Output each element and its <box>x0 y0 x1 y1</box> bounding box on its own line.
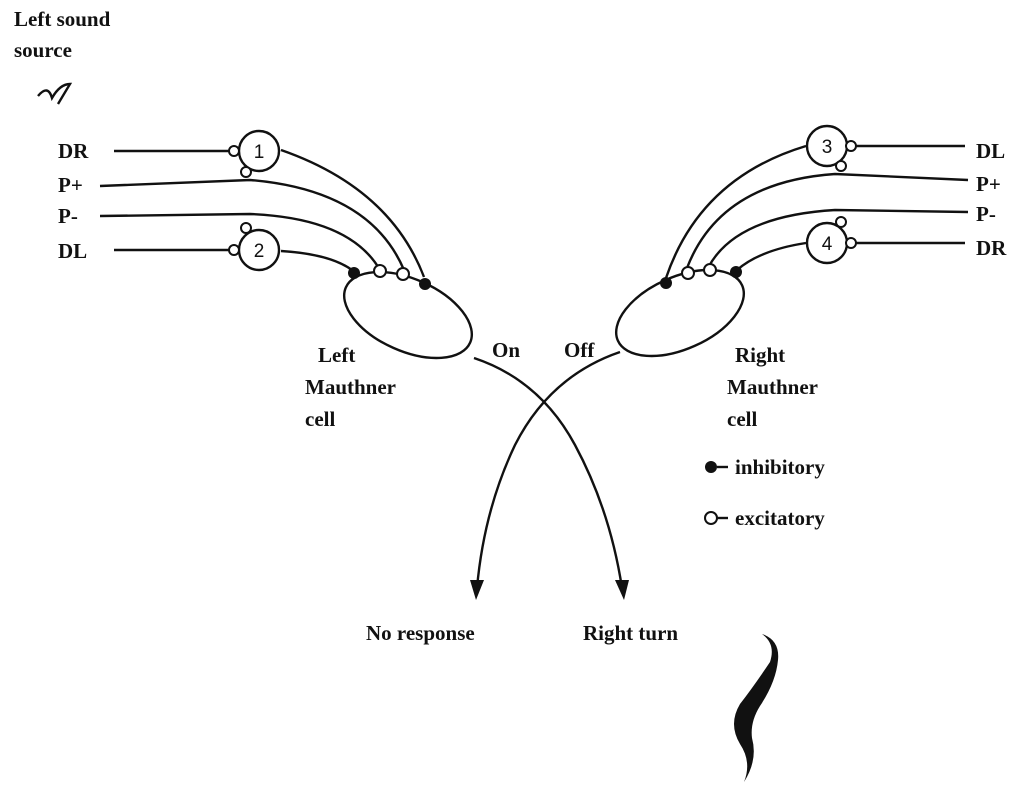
interneuron-3-axon <box>666 146 806 278</box>
right-cell-label-line3: cell <box>727 407 757 431</box>
interneuron-4-label: 4 <box>822 234 833 255</box>
right-input-dl: DL <box>976 139 1005 163</box>
sound-source-line1: Left sound <box>14 7 111 31</box>
left-input-dr: DR <box>58 139 89 163</box>
inhibitory-synapse-icon <box>705 461 717 473</box>
left-input-p-plus: P+ <box>58 173 83 197</box>
fish-silhouette-icon <box>734 634 778 782</box>
left-input-p-minus: P- <box>58 204 78 228</box>
interneuron-1-axon <box>281 150 424 277</box>
interneuron-2-label: 2 <box>254 241 265 262</box>
excitatory-synapse-icon <box>705 512 717 524</box>
left-cell-label-line3: cell <box>305 407 335 431</box>
right-turn-arrowhead <box>615 580 629 600</box>
sound-source-line2: source <box>14 38 72 62</box>
interneuron-1-label: 1 <box>254 142 265 163</box>
outcome-right-turn: Right turn <box>583 621 678 645</box>
left-cell-label-line1: Left <box>318 343 355 367</box>
left-cell-label-line2: Mauthner <box>305 375 396 399</box>
right-input-dr: DR <box>976 236 1007 260</box>
interneuron-2-axon <box>281 251 352 270</box>
interneuron-3-label: 3 <box>822 137 833 158</box>
left-input-dl: DL <box>58 239 87 263</box>
no-response-arrowhead <box>470 580 484 600</box>
right-input-p-plus: P+ <box>976 172 1001 196</box>
right-cell-axon <box>477 352 620 588</box>
sound-wave-icon <box>38 84 70 104</box>
right-cell-label-line2: Mauthner <box>727 375 818 399</box>
right-input-p-minus: P- <box>976 202 996 226</box>
legend: inhibitory excitatory <box>705 455 825 530</box>
interneuron-4-axon <box>737 243 806 270</box>
legend-inhibitory: inhibitory <box>735 455 825 479</box>
right-cell-label-line1: Right <box>735 343 785 367</box>
left-cell-output-on: On <box>492 338 520 362</box>
right-cell-output-off: Off <box>564 338 595 362</box>
legend-excitatory: excitatory <box>735 506 825 530</box>
outcome-no-response: No response <box>366 621 475 645</box>
left-cell-axon <box>474 358 622 588</box>
